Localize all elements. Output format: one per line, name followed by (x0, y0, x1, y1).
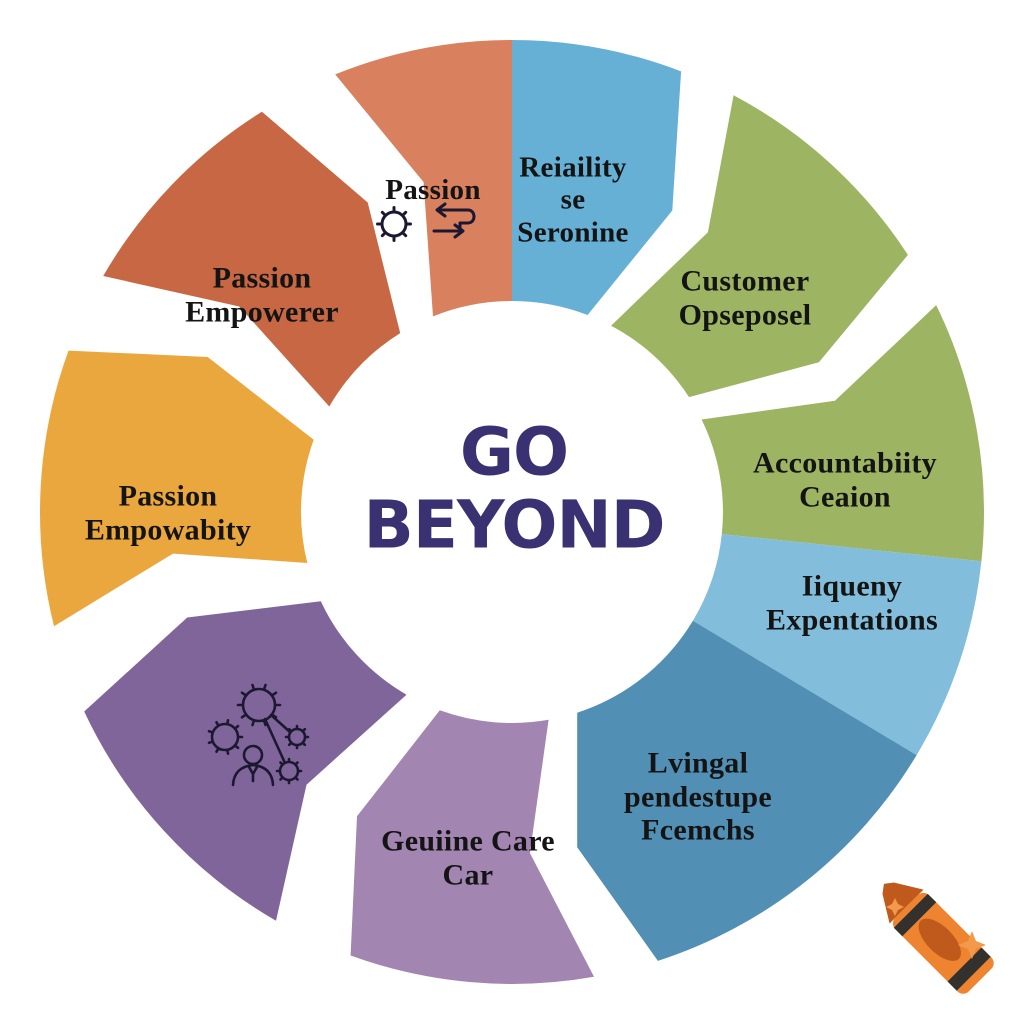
crayon-band-left (893, 893, 937, 937)
crayon-tip (882, 882, 924, 924)
person-gears-icon (207, 683, 310, 787)
person-head-icon (242, 744, 264, 766)
segment-lvingal-pendestupe-fcemchs (577, 620, 917, 961)
crayon-band-right (947, 947, 991, 991)
segment-passion (335, 40, 512, 317)
gear-icon (376, 206, 412, 242)
shuffle-arrows-icon (432, 202, 476, 239)
crayon-icon (882, 882, 994, 994)
passion-segment-icons (376, 202, 476, 242)
person-shoulders-icon (231, 763, 275, 787)
segment-iiqueny-expentations (692, 534, 982, 756)
crayon-label-oval (918, 918, 961, 961)
segment-passion-empowabity (40, 350, 314, 627)
segment-reiaility-se-seronine (512, 40, 682, 315)
gears-cluster-icon (207, 683, 310, 785)
segment-passion-empowerer (103, 111, 401, 407)
segment-geuiine-care-car (350, 710, 594, 984)
center-title: GO BEYOND (363, 413, 666, 563)
gear-connector-lines (263, 713, 292, 765)
sparkle-icon (958, 931, 986, 959)
sparkle-icon (886, 898, 904, 916)
segment-customer-opseposel (611, 95, 908, 398)
segment-accountabiity-ceaion (701, 305, 984, 562)
